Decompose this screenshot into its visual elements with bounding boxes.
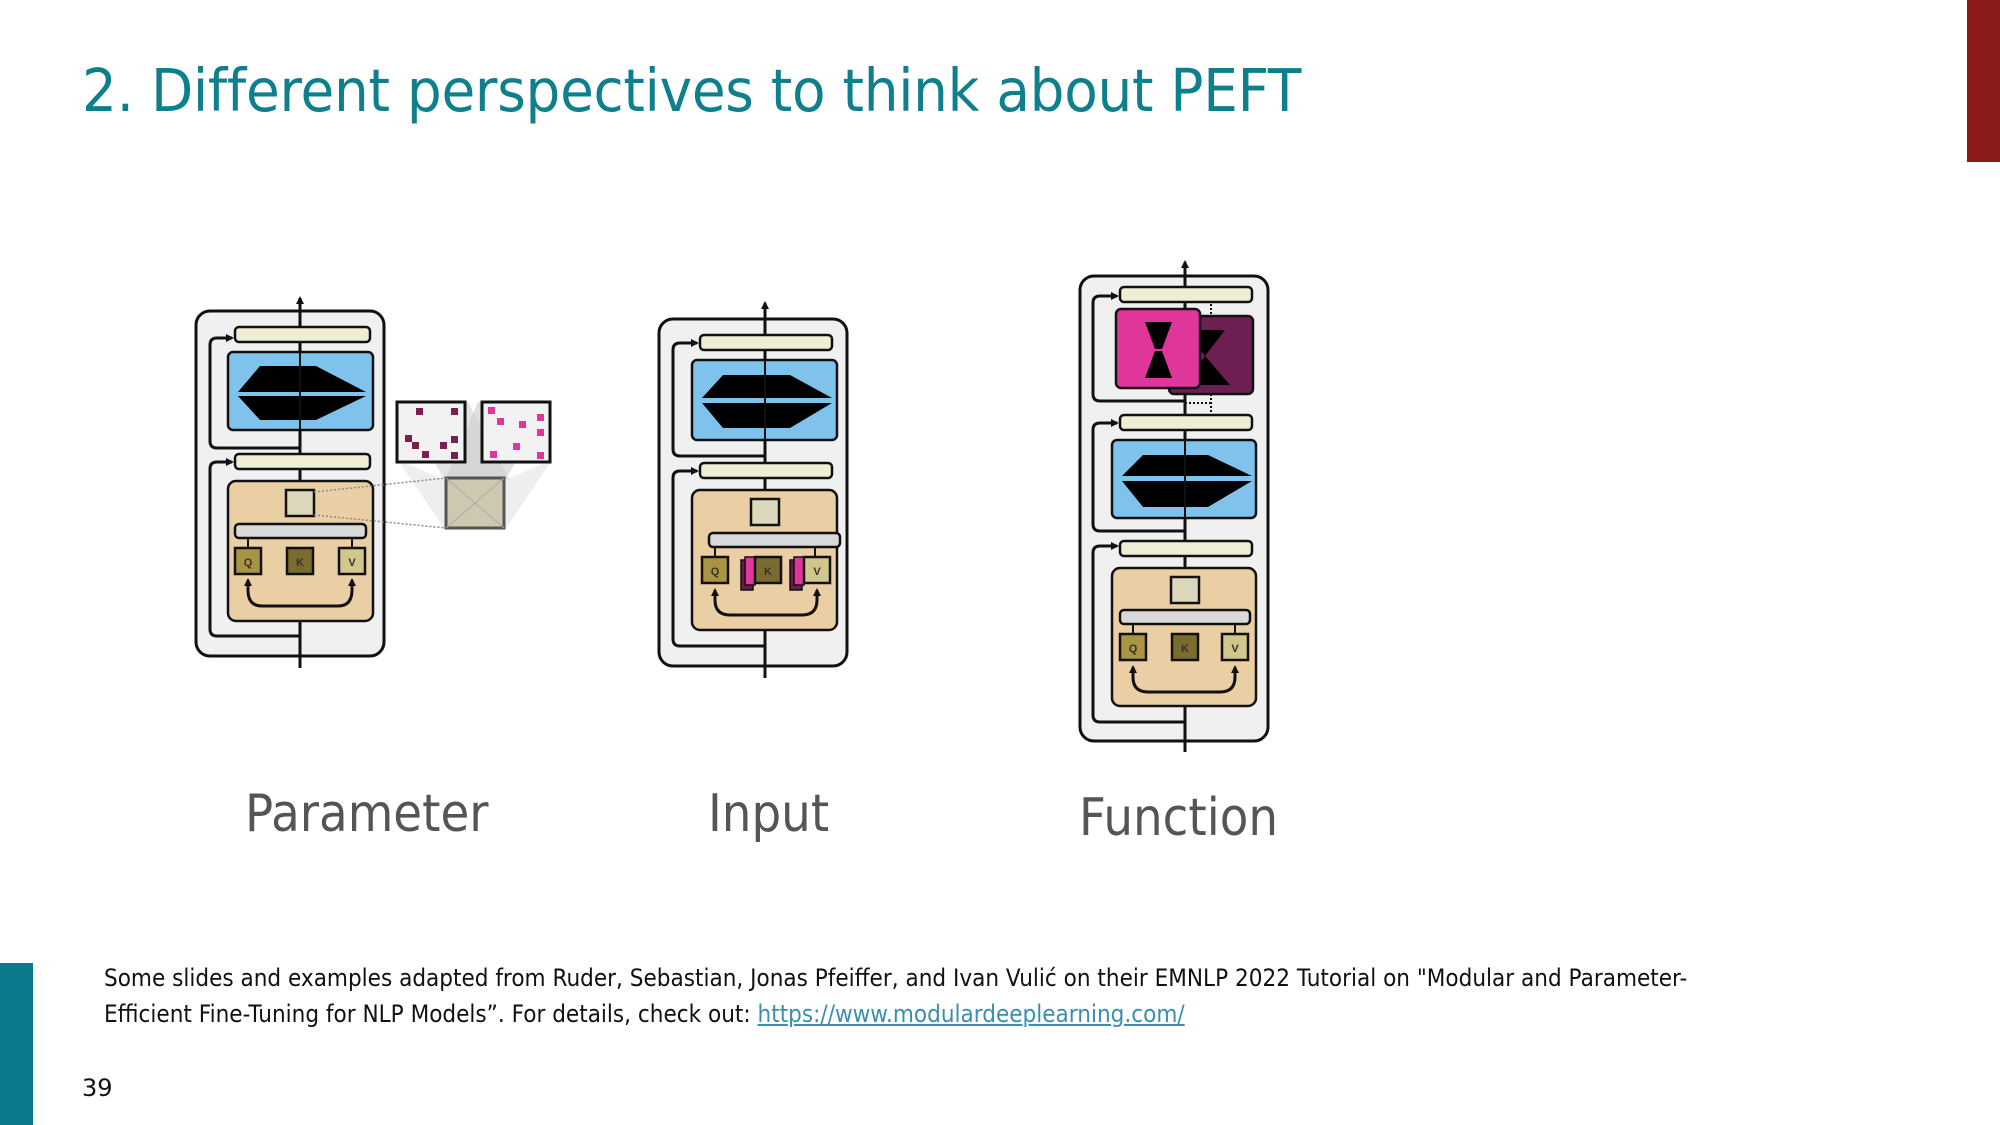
citation-footer: Some slides and examples adapted from Ru… (104, 960, 1724, 1032)
q-label: Q (244, 557, 253, 569)
v-label: V (348, 557, 356, 569)
label-parameter: Parameter (245, 784, 489, 844)
svg-text:K: K (764, 566, 772, 578)
function-diagram: Q K V (1078, 260, 1270, 752)
citation-link[interactable]: https://www.modulardeeplearning.com/ (757, 1000, 1185, 1028)
page-number: 39 (82, 1074, 113, 1102)
label-input: Input (708, 784, 830, 844)
parameter-diagram: Q K V (194, 296, 552, 668)
k-label: K (296, 557, 304, 569)
input-diagram: Q K V (657, 301, 849, 678)
label-function: Function (1079, 788, 1279, 848)
svg-text:K: K (1181, 643, 1189, 655)
svg-text:V: V (813, 566, 821, 578)
accent-bar-bottom-left (0, 963, 33, 1125)
svg-text:Q: Q (711, 566, 720, 578)
svg-text:V: V (1231, 643, 1239, 655)
svg-text:Q: Q (1129, 643, 1138, 655)
accent-bar-top-right (1967, 0, 2000, 162)
citation-text: Some slides and examples adapted from Ru… (104, 964, 1688, 1028)
slide-title: 2. Different perspectives to think about… (82, 56, 1302, 125)
